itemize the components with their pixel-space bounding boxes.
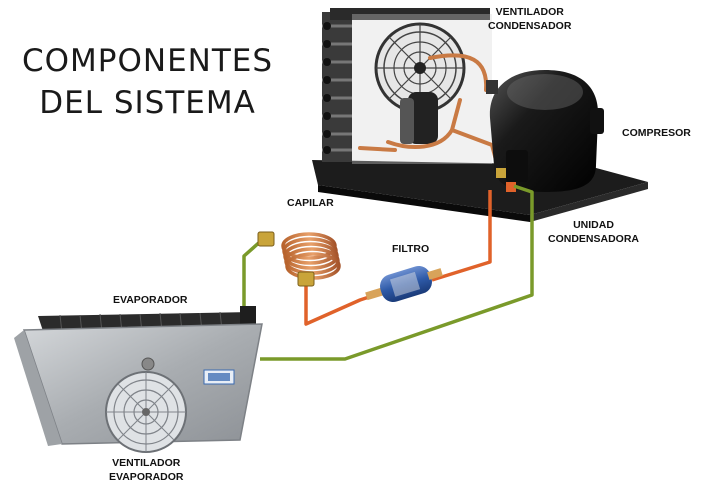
label-evaporador: EVAPORADOR [113,293,187,307]
label-unidad-condensadora: UNIDAD CONDENSADORA [548,218,639,246]
condensing-unit [312,8,648,222]
label-ventilador-condensador: VENTILADOR CONDENSADOR [488,5,571,33]
filter-drier-icon [365,263,443,305]
label-ventilador-evaporador: VENTILADOR EVAPORADOR [109,456,183,484]
label-filtro: FILTRO [392,242,429,256]
capillary-coil-icon [258,232,339,286]
liquid-line-to-capillary [306,282,378,324]
unit-base-plate [312,160,648,215]
evaporator-fan-icon [106,372,186,452]
label-compresor: COMPRESOR [622,126,691,140]
label-capilar: CAPILAR [287,196,334,210]
capillary-to-evaporator-line [244,240,262,312]
